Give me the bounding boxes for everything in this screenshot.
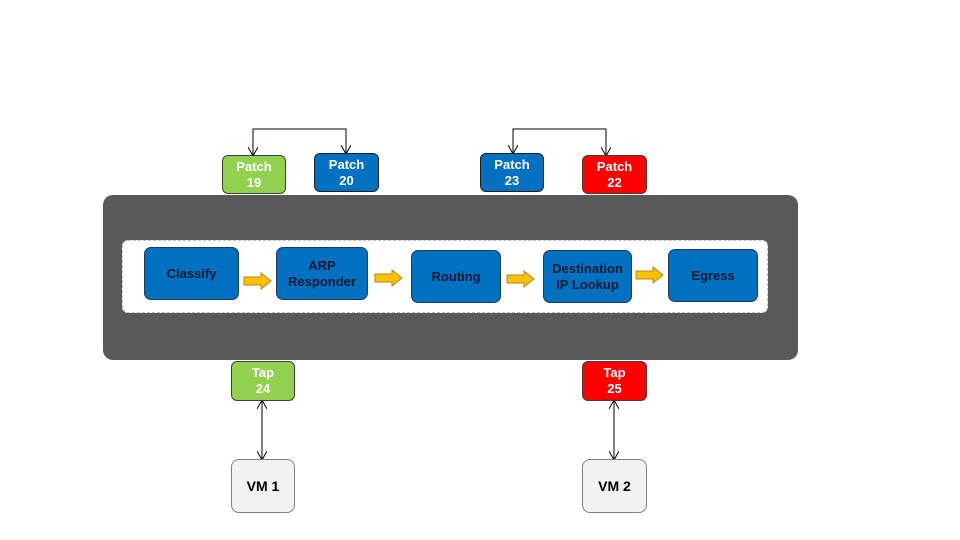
tap-24-port[interactable]: Tap 24	[231, 361, 295, 401]
patch-19-label: Patch 19	[236, 158, 272, 190]
patch-20-port[interactable]: Patch 20	[314, 153, 379, 192]
patch23-patch22-link	[513, 128, 606, 155]
patch-23-port[interactable]: Patch 23	[480, 153, 544, 192]
vm-1[interactable]: VM 1	[231, 459, 295, 513]
stage-destination-ip-lookup-label: Destination IP Lookup	[552, 260, 623, 292]
patch-22-label: Patch 22	[596, 158, 633, 190]
patch-22-port[interactable]: Patch 22	[582, 155, 647, 194]
flow-arrow-icon	[506, 270, 535, 288]
stage-arp-responder[interactable]: ARP Responder	[276, 247, 368, 300]
flow-arrow-icon	[374, 269, 403, 287]
stage-arp-responder-label: ARP Responder	[288, 257, 356, 289]
vm-1-label: VM 1	[246, 478, 280, 494]
stage-egress[interactable]: Egress	[668, 249, 758, 302]
stage-destination-ip-lookup[interactable]: Destination IP Lookup	[543, 250, 632, 303]
tap-24-label: Tap 24	[251, 365, 275, 396]
stage-classify[interactable]: Classify	[144, 247, 239, 300]
flow-arrow-icon	[635, 266, 664, 284]
vm-2[interactable]: VM 2	[582, 459, 647, 513]
patch-20-label: Patch 20	[328, 156, 365, 188]
stage-routing[interactable]: Routing	[411, 250, 501, 303]
tap-25-label: Tap 25	[603, 365, 626, 396]
stage-routing-label: Routing	[431, 268, 481, 284]
flow-arrow-icon	[243, 272, 272, 290]
patch19-patch20-link	[253, 128, 346, 155]
stage-classify-label: Classify	[166, 265, 217, 281]
stage-egress-label: Egress	[691, 267, 735, 283]
tap-25-port[interactable]: Tap 25	[582, 361, 647, 401]
vm-2-label: VM 2	[598, 478, 631, 494]
patch-23-label: Patch 23	[494, 156, 530, 188]
patch-19-port[interactable]: Patch 19	[222, 155, 286, 194]
